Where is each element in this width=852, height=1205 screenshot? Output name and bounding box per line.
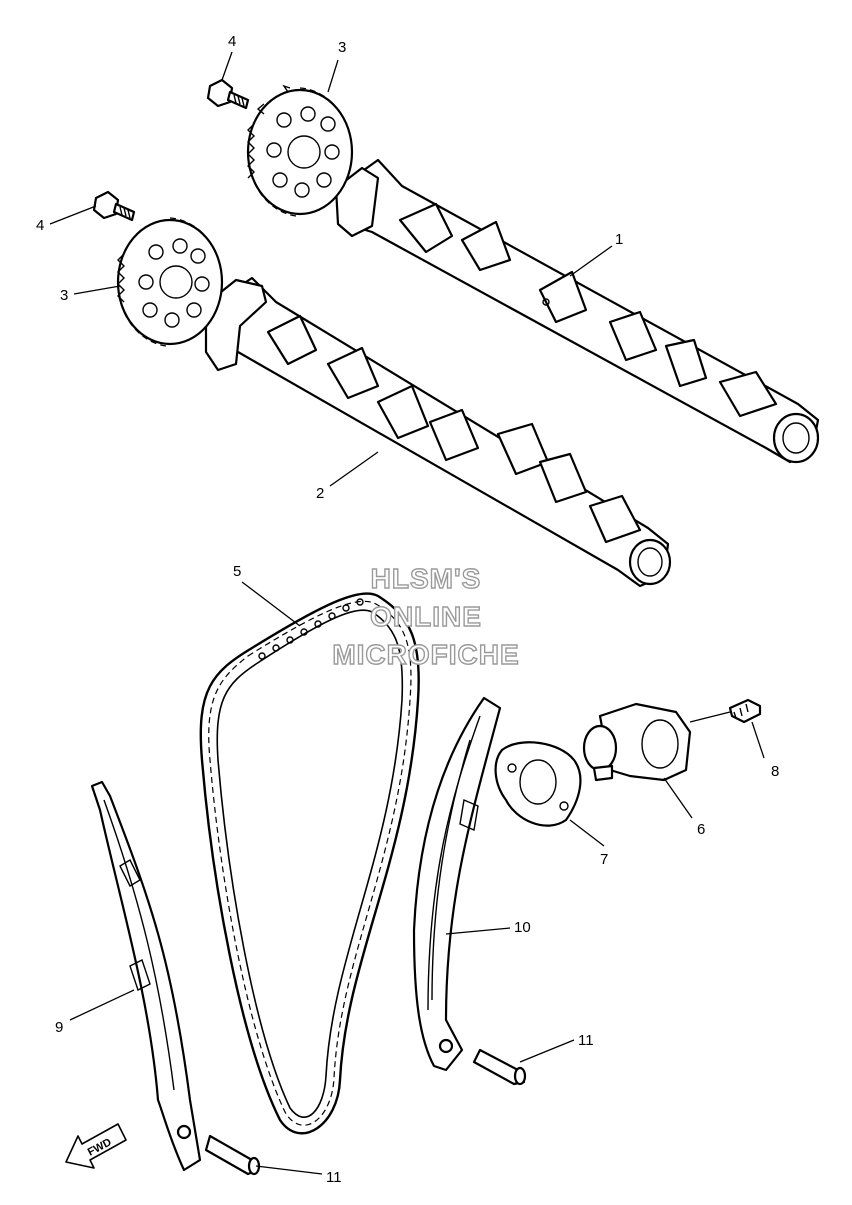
sprocket-lower[interactable] (116, 217, 224, 347)
callout-4-upper: 4 (228, 33, 236, 50)
sprocket-upper[interactable] (246, 84, 354, 217)
dowel-pin-right[interactable] (472, 1048, 527, 1086)
sprocket-bolt-upper[interactable] (206, 78, 250, 110)
callout-1: 1 (615, 231, 623, 248)
callout-3-lower: 3 (60, 287, 68, 304)
sprocket-bolt-lower[interactable] (92, 190, 136, 222)
callout-10: 10 (514, 919, 531, 936)
chain-guide[interactable] (90, 780, 202, 1172)
chain-tensioner[interactable] (582, 702, 692, 782)
callout-7: 7 (600, 851, 608, 868)
callout-4-lower: 4 (36, 217, 44, 234)
callout-8: 8 (771, 763, 779, 780)
chain-tensioner-guide[interactable] (412, 696, 502, 1072)
callout-2: 2 (316, 485, 324, 502)
dowel-pin-left[interactable] (204, 1134, 261, 1176)
timing-chain[interactable] (199, 592, 420, 1135)
callouts: 1 2 3 3 4 4 5 6 7 8 9 10 11 11 (36, 33, 779, 1186)
callout-11-right: 11 (578, 1032, 594, 1049)
fwd-arrow-icon: FWD (65, 1123, 127, 1169)
watermark-line-1: HLSM'S (371, 563, 482, 594)
leader-lines (49, 51, 765, 1175)
camshaft-upper[interactable] (334, 158, 820, 464)
watermark-line-2: ONLINE (370, 601, 482, 632)
watermark-line-3: MICROFICHE (332, 639, 519, 670)
watermark: HLSM'S ONLINE MICROFICHE (332, 562, 520, 670)
tensioner-gasket[interactable] (494, 741, 582, 827)
callout-3-upper: 3 (338, 39, 346, 56)
tensioner-bolt[interactable] (728, 698, 762, 724)
callout-5: 5 (233, 563, 241, 580)
camshaft-lower[interactable] (204, 276, 672, 588)
callout-6: 6 (697, 821, 705, 838)
callout-11-lower: 11 (326, 1169, 342, 1186)
callout-9: 9 (55, 1019, 63, 1036)
